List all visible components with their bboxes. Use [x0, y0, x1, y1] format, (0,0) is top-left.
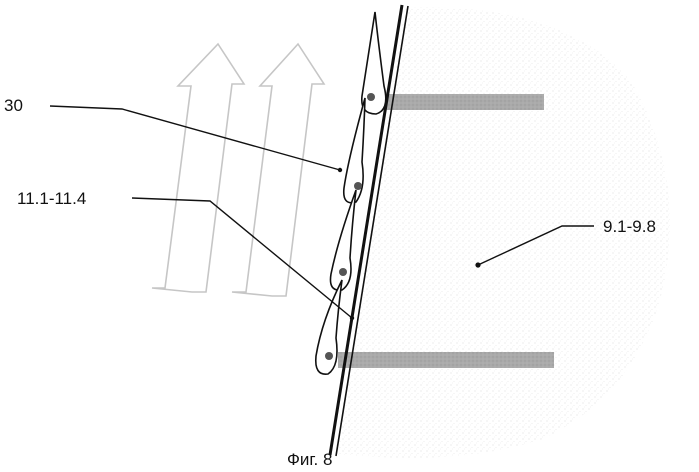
flap-element-2-pivot	[354, 182, 362, 190]
flow-arrow-left	[152, 44, 244, 292]
flow-arrows	[152, 44, 324, 296]
flow-arrow-right	[232, 44, 324, 296]
lower-band	[338, 352, 554, 368]
leader-end-11	[350, 316, 354, 320]
leader-end-9	[475, 262, 480, 267]
flap-element-1-pivot	[367, 93, 375, 101]
leader-end-30	[338, 168, 342, 172]
flap-element-4-pivot	[325, 352, 333, 360]
flap-element-3-pivot	[339, 268, 347, 276]
flap-element-3	[330, 190, 356, 290]
flap-element-2	[344, 98, 365, 203]
figure-caption: Фиг. 8	[287, 450, 332, 469]
leader-line-11	[132, 198, 352, 318]
label-11-1-11-4: 11.1-11.4	[17, 189, 86, 208]
upper-band	[384, 94, 544, 110]
label-30: 30	[4, 96, 23, 115]
label-9-1-9-8: 9.1-9.8	[603, 217, 656, 236]
leader-line-30	[50, 106, 340, 170]
